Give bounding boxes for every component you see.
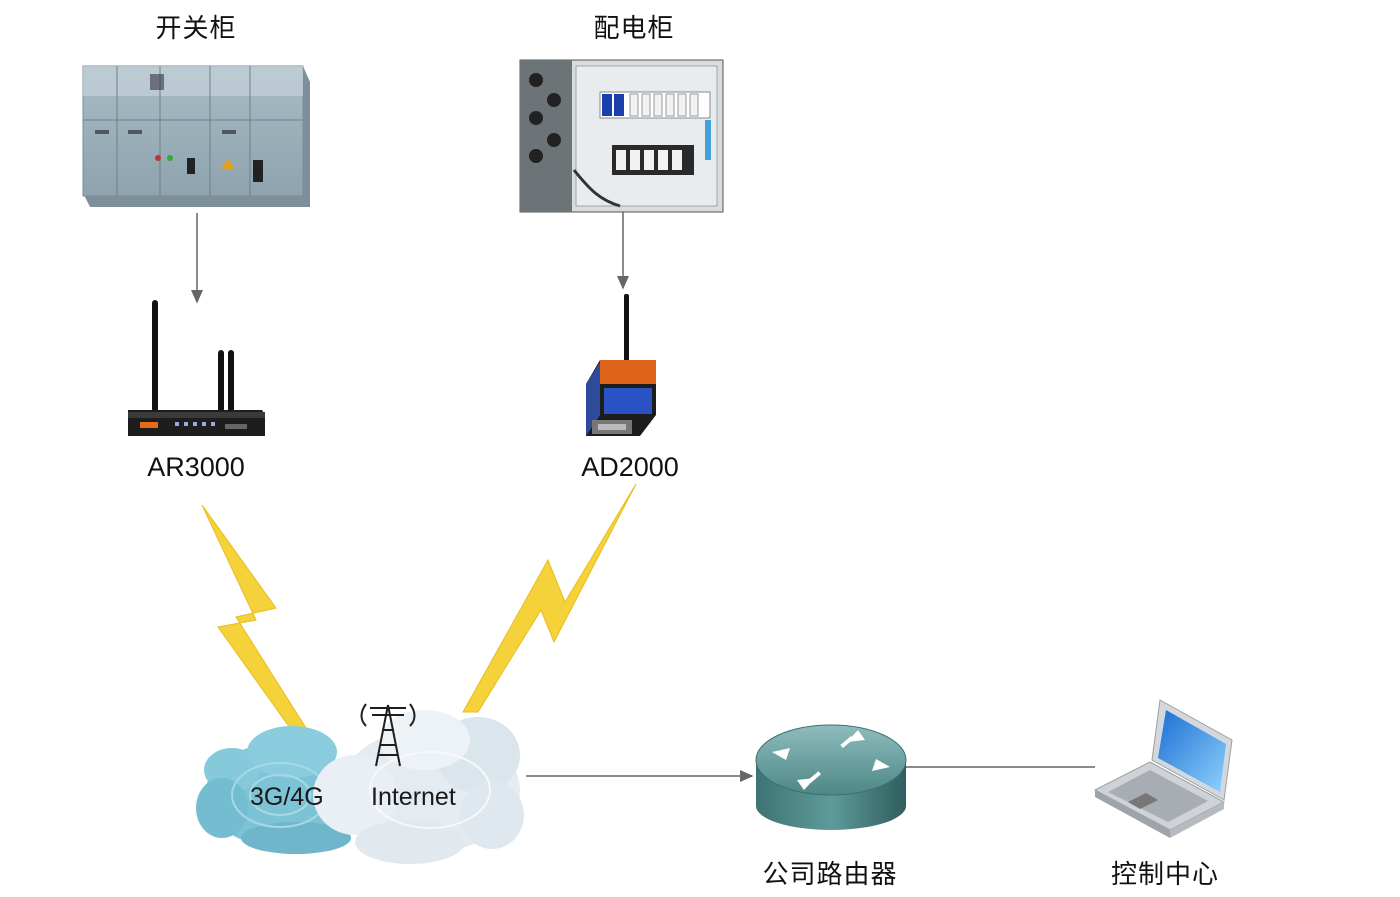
cloud-3g4g-label: 3G/4G — [250, 783, 324, 811]
control-center-label: 控制中心 — [1110, 860, 1219, 890]
ad2000-label: AD2000 — [581, 452, 679, 482]
distribution-cabinet-label: 配电柜 — [593, 14, 675, 44]
cloud-internet-label: Internet — [371, 783, 456, 811]
company-router-label: 公司路由器 — [762, 860, 898, 890]
company-router-icon — [755, 724, 907, 830]
cloud-internet-icon — [313, 710, 524, 864]
cloud-3g4g-icon — [196, 726, 355, 854]
cell-tower-icon — [360, 703, 416, 767]
wireless-link-ad2000-icon — [462, 483, 637, 713]
switchgear-label: 开关柜 — [155, 14, 237, 44]
distribution-cabinet-image — [519, 59, 724, 213]
ar3000-label: AR3000 — [147, 452, 245, 482]
wireless-link-ar3000-icon — [201, 504, 307, 729]
ad2000-device-image — [586, 294, 656, 436]
switchgear-image — [82, 65, 310, 207]
ar3000-device-image — [128, 300, 265, 436]
laptop-icon — [1093, 699, 1233, 838]
